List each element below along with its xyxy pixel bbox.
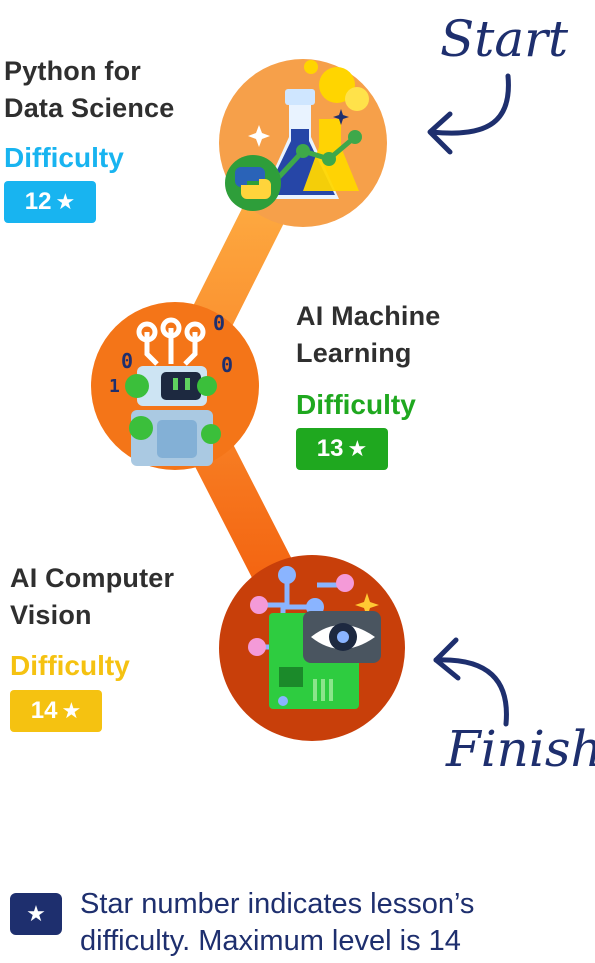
course-title: AI Machine Learning bbox=[296, 298, 441, 372]
finish-arrow-icon bbox=[433, 637, 509, 727]
robot-icon: 0 0 0 1 bbox=[109, 311, 233, 466]
svg-text:0: 0 bbox=[121, 349, 133, 373]
python-data-science-icon bbox=[225, 60, 369, 211]
svg-text:0: 0 bbox=[213, 311, 225, 335]
computer-vision-icon bbox=[248, 566, 381, 709]
difficulty-value: 13 bbox=[316, 435, 344, 462]
course-icon-computer-vision[interactable] bbox=[219, 555, 405, 741]
difficulty-badge: 14 ★ bbox=[10, 690, 102, 732]
course-title-line1: Python for bbox=[4, 56, 141, 86]
course-title-line1: AI Machine bbox=[296, 301, 441, 331]
star-icon: ★ bbox=[55, 189, 76, 214]
difficulty-label: Difficulty bbox=[10, 650, 130, 681]
star-icon: ★ bbox=[347, 436, 368, 461]
legend-star-icon: ★ bbox=[10, 893, 62, 935]
difficulty-value: 14 bbox=[30, 697, 58, 724]
course-icon-python[interactable] bbox=[219, 59, 387, 227]
course-title: Python for Data Science bbox=[4, 53, 175, 127]
course-title-line1: AI Computer bbox=[10, 563, 175, 593]
legend-text: Star number indicates lesson’s difficult… bbox=[80, 888, 475, 957]
difficulty-value: 12 bbox=[24, 188, 52, 215]
course-title-line2: Learning bbox=[296, 338, 412, 368]
course-title-line2: Vision bbox=[10, 600, 92, 630]
svg-text:1: 1 bbox=[109, 376, 120, 397]
start-label: Start bbox=[440, 10, 569, 68]
course-title: AI Computer Vision bbox=[10, 560, 174, 634]
start-arrow-icon bbox=[427, 73, 511, 155]
difficulty-label: Difficulty bbox=[296, 389, 416, 420]
finish-label: Finish bbox=[446, 720, 595, 778]
difficulty-badge: 13 ★ bbox=[296, 428, 388, 470]
course-title-line2: Data Science bbox=[4, 93, 175, 123]
svg-text:0: 0 bbox=[221, 353, 233, 377]
difficulty-label: Difficulty bbox=[4, 142, 124, 173]
star-icon: ★ bbox=[61, 698, 82, 723]
difficulty-badge: 12 ★ bbox=[4, 181, 96, 223]
course-icon-machine-learning[interactable]: 0 0 0 1 bbox=[91, 302, 259, 470]
